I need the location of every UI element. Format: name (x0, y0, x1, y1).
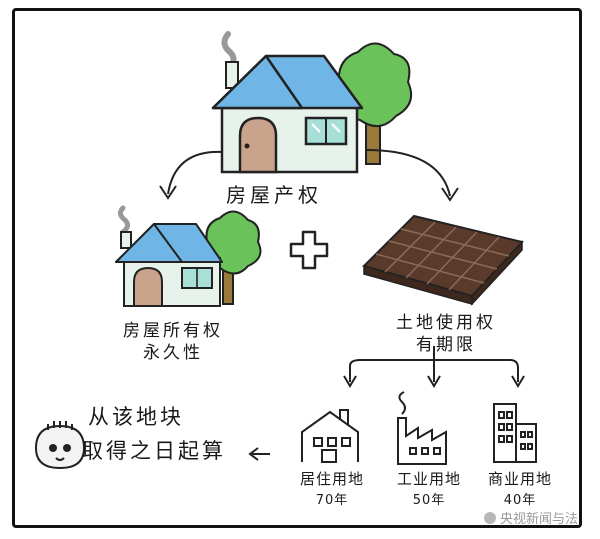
arrow-left-head (159, 185, 177, 200)
land-type-residential-years: 70年 (315, 493, 349, 508)
house-ownership-line2: 永久性 (143, 343, 203, 363)
land-type-commercial: 商业用地 40年 (478, 468, 562, 512)
main-house-illustration (211, 31, 412, 174)
frame-border (12, 8, 582, 528)
residential-building-icon (301, 409, 359, 463)
land-type-residential: 居住用地 70年 (293, 468, 371, 512)
diagram-title: 房屋产权 (226, 183, 322, 207)
land-type-industrial-name: 工业用地 (396, 470, 461, 488)
watermark: 央视新闻与法 (483, 508, 578, 527)
start-note-line2: 取得之日起算 (82, 439, 226, 463)
start-note: 从该地块 取得之日起算 (82, 400, 226, 468)
watermark-icon (483, 511, 496, 524)
arrow-right-head (441, 187, 459, 202)
land-type-commercial-years: 40年 (503, 493, 537, 508)
land-use-label: 土地使用权 有期限 (384, 312, 508, 356)
house-ownership-line1: 房屋所有权 (123, 321, 223, 341)
land-plot-illustration (362, 214, 524, 306)
land-type-industrial-years: 50年 (412, 493, 446, 508)
commercial-building-icon (493, 403, 537, 463)
house-ownership-label: 房屋所有权 永久性 (112, 320, 234, 364)
small-house-illustration (115, 205, 262, 307)
mascot-icon (34, 421, 86, 470)
land-use-line1: 土地使用权 (396, 313, 496, 333)
factory-icon (397, 391, 447, 465)
land-type-commercial-name: 商业用地 (487, 470, 552, 488)
watermark-text: 央视新闻与法 (499, 512, 578, 527)
land-use-line2: 有期限 (416, 335, 476, 355)
land-type-residential-name: 居住用地 (299, 470, 364, 488)
start-note-line1: 从该地块 (88, 405, 184, 429)
note-arrow-head (248, 447, 259, 461)
plus-icon (289, 230, 329, 270)
land-type-industrial: 工业用地 50年 (388, 468, 470, 512)
